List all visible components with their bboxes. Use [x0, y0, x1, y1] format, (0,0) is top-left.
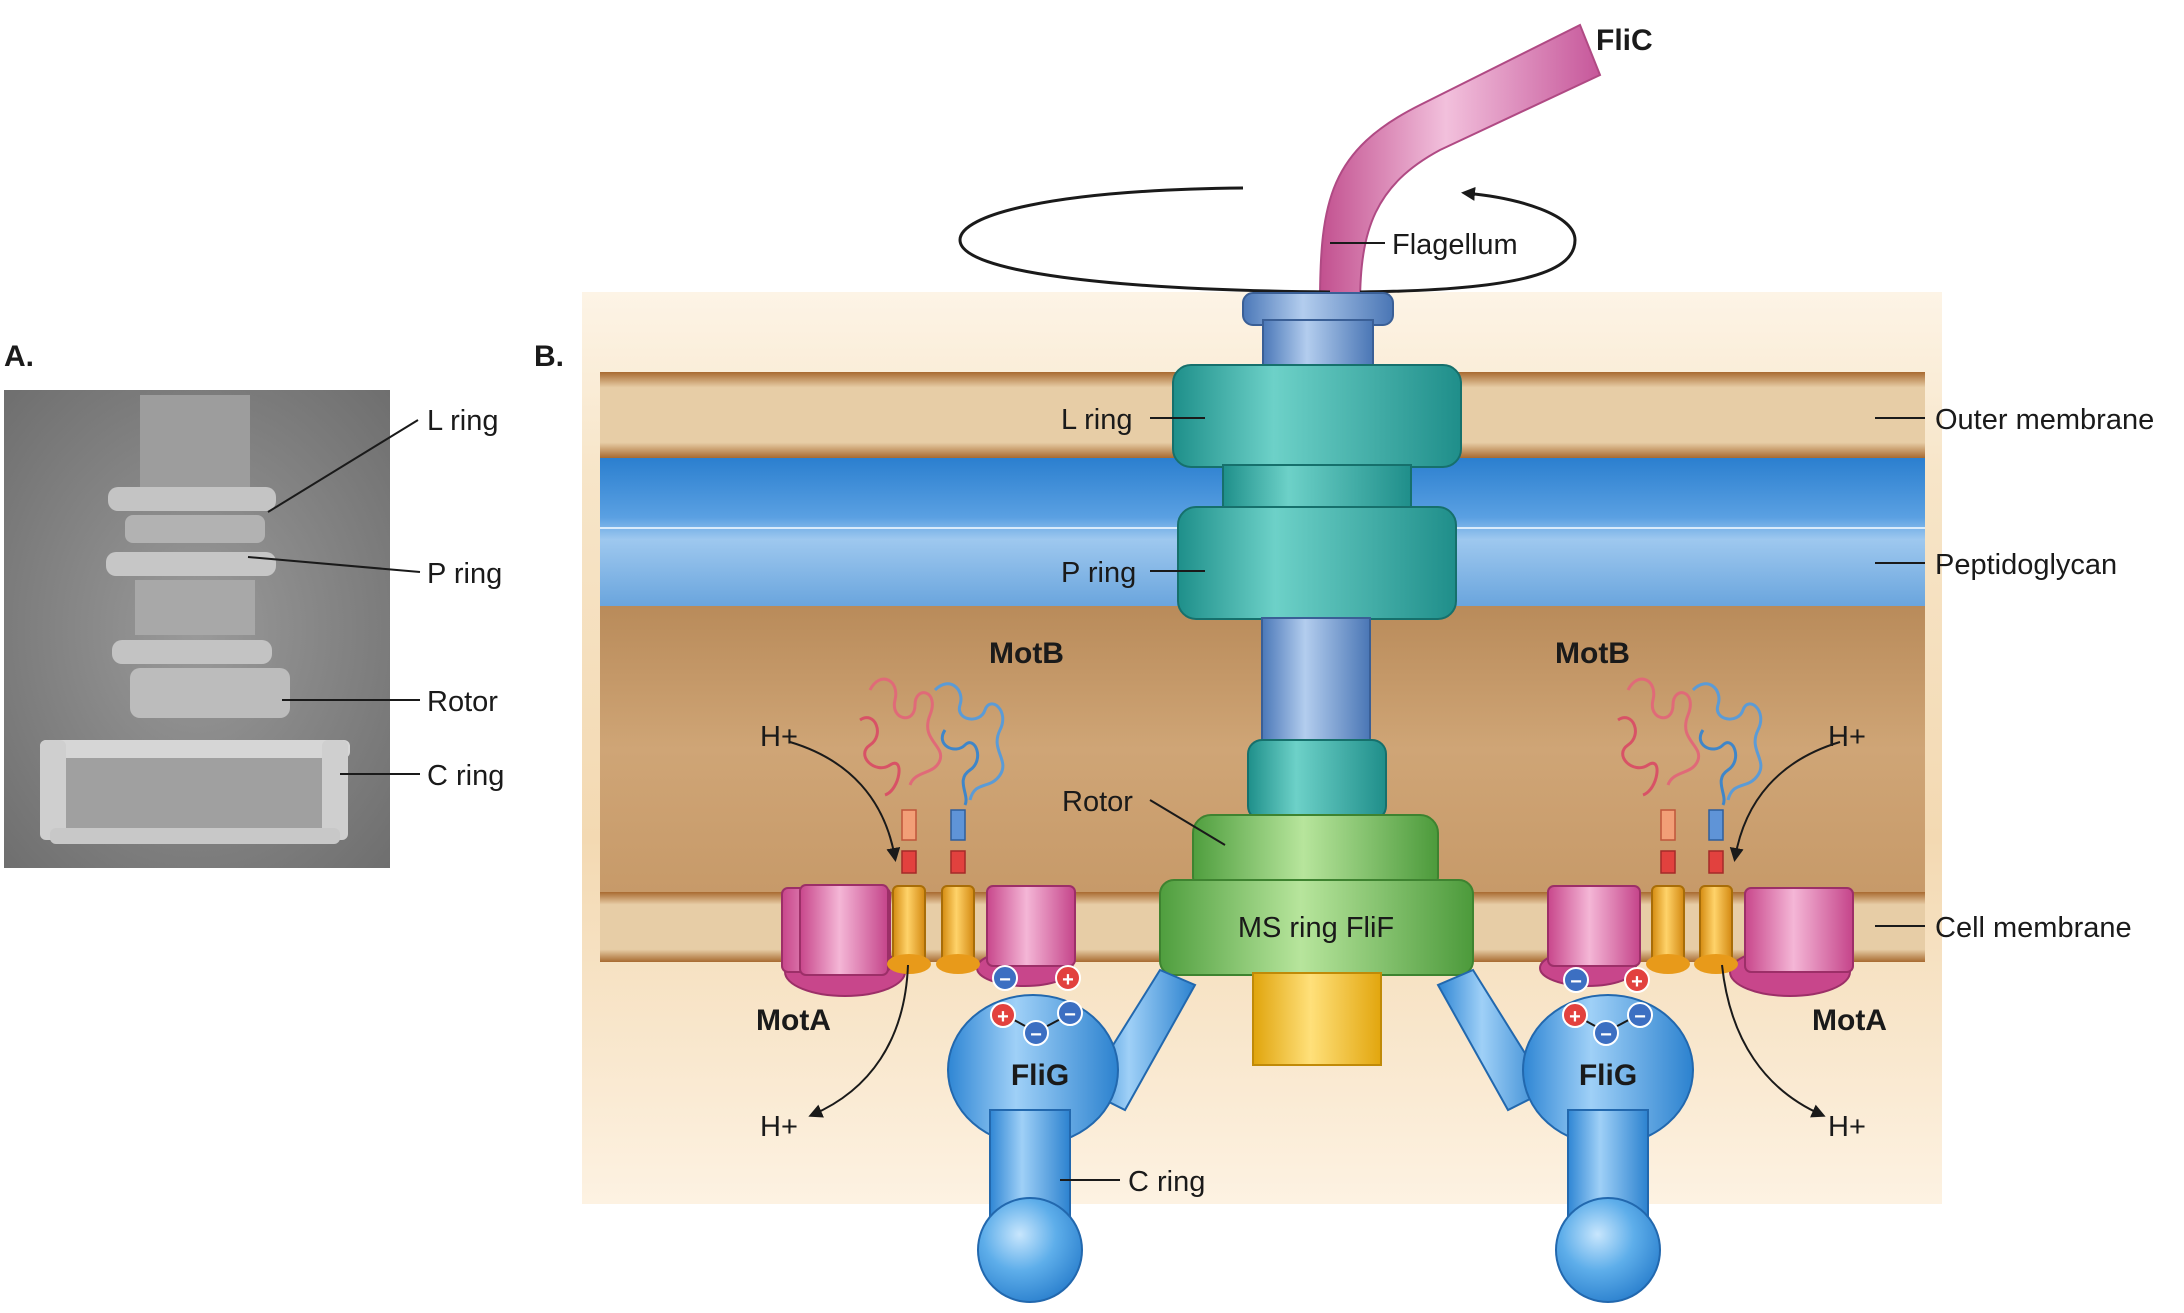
- proton-arrow-in-left: [789, 741, 901, 862]
- rotor-upper: [1247, 739, 1387, 821]
- charge-symbol: −: [1600, 1024, 1612, 1046]
- panel-a-l-ring-label: L ring: [427, 405, 498, 437]
- charge-symbol: +: [997, 1006, 1009, 1028]
- rod-upper: [1262, 319, 1374, 371]
- flig-label-left: FliG: [1011, 1059, 1069, 1092]
- proton-in-right-label: H+: [1828, 721, 1866, 753]
- panel-b: B.: [534, 23, 2154, 1303]
- charge-symbol: −: [999, 969, 1011, 991]
- outer-membrane-label: Outer membrane: [1935, 404, 2154, 436]
- motb-channels-left: [887, 809, 980, 974]
- panel-b-label: B.: [534, 340, 564, 373]
- proton-arrow-out-left: [808, 964, 909, 1118]
- motb-structure-right: [1617, 677, 1763, 806]
- proton-in-left-label: H+: [760, 721, 798, 753]
- l-ring: [1172, 364, 1462, 468]
- cell-membrane-label: Cell membrane: [1935, 912, 2132, 944]
- panel-a-rotor-label: Rotor: [427, 686, 498, 718]
- charge-symbol: +: [1569, 1006, 1581, 1028]
- peptidoglycan-label: Peptidoglycan: [1935, 549, 2117, 581]
- motb-structure-left: [859, 677, 1005, 806]
- leader-rotor: [1149, 799, 1226, 846]
- charge-symbol: +: [1631, 971, 1643, 993]
- proton-arrow-out-right: [1721, 964, 1826, 1118]
- panel-a-c-ring-label: C ring: [427, 760, 504, 792]
- flagellum-label: Flagellum: [1392, 229, 1518, 261]
- charge-symbol: −: [1634, 1006, 1646, 1028]
- mota-label-right: MotA: [1812, 1004, 1887, 1037]
- l-ring-label: L ring: [1061, 404, 1132, 436]
- proton-arrow-in-right: [1729, 741, 1841, 862]
- panel-a-label: A.: [4, 340, 34, 373]
- flic-label: FliC: [1596, 24, 1653, 57]
- export-apparatus: [1252, 972, 1382, 1066]
- proton-out-right-label: H+: [1828, 1111, 1866, 1143]
- panel-a: A. L ring P ring Rotor C rin: [4, 340, 504, 868]
- rotation-arrow: [1359, 186, 1577, 294]
- leader-a-p-ring: [247, 556, 421, 573]
- flagellum-filament: [1318, 23, 1602, 306]
- charge-symbol: +: [1062, 969, 1074, 991]
- mota-right: [1539, 885, 1854, 997]
- p-ring-label: P ring: [1061, 557, 1136, 589]
- c-ring-label: C ring: [1128, 1166, 1205, 1198]
- charge-cluster-left: − + + − −: [990, 965, 1083, 1046]
- charge-symbol: −: [1030, 1024, 1042, 1046]
- panel-a-p-ring-label: P ring: [427, 558, 502, 590]
- charge-symbol: −: [1570, 971, 1582, 993]
- rod: [1261, 617, 1371, 749]
- rotation-ellipse-back: [958, 186, 1331, 294]
- p-ring: [1177, 506, 1457, 620]
- c-ring-right: [1436, 968, 1694, 1303]
- flig-label-right: FliG: [1579, 1059, 1637, 1092]
- c-ring-left: [947, 968, 1197, 1303]
- mota-left: [781, 884, 1076, 997]
- motb-label-left: MotB: [989, 637, 1064, 670]
- motb-channels-right: [1646, 809, 1738, 974]
- charge-cluster-right: − + + − −: [1562, 967, 1653, 1046]
- leader-a-l-ring: [267, 419, 419, 513]
- charge-symbol: −: [1064, 1004, 1076, 1026]
- rod-l-p-connector: [1222, 464, 1412, 512]
- proton-out-left-label: H+: [760, 1111, 798, 1143]
- rotor-label: Rotor: [1062, 786, 1133, 818]
- motb-label-right: MotB: [1555, 637, 1630, 670]
- em-micrograph: [4, 390, 390, 868]
- ms-ring-label: MS ring FliF: [1238, 912, 1394, 944]
- mota-label-left: MotA: [756, 1004, 831, 1037]
